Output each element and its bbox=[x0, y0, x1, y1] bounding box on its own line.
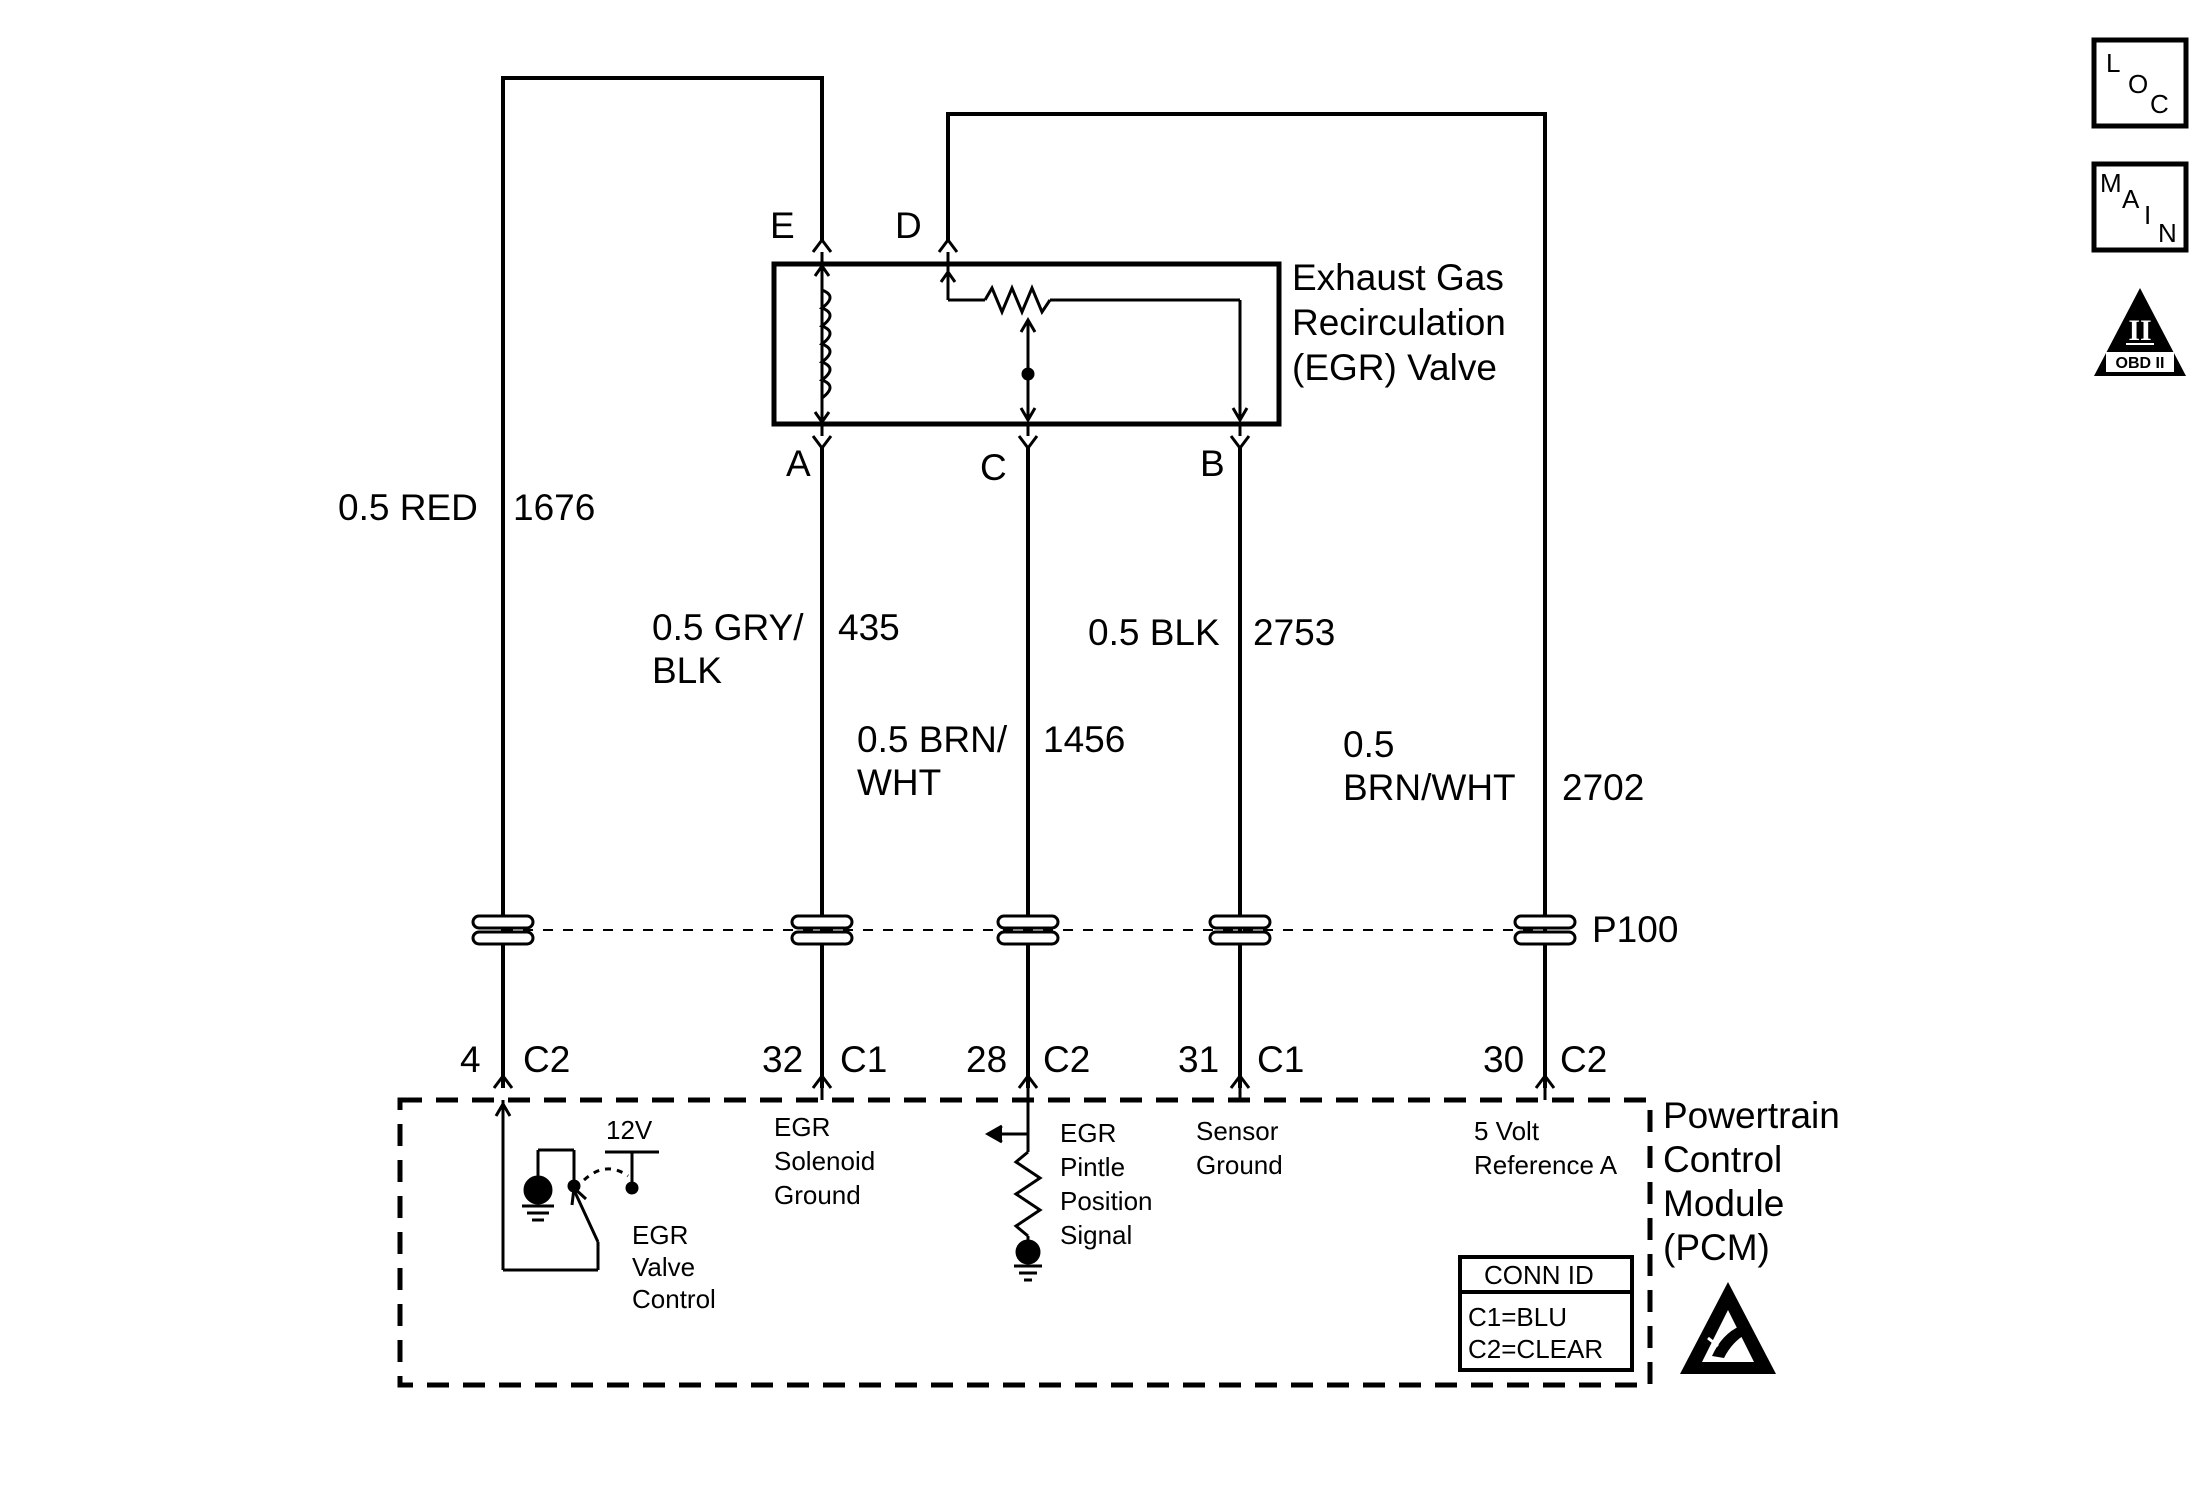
wire-blk-circuit: 2753 bbox=[1253, 612, 1335, 653]
pcm-terminal-chevrons bbox=[492, 1073, 1556, 1089]
loc-icon-letter-o: O bbox=[2128, 69, 2148, 99]
wire-gry-blk-circuit: 435 bbox=[838, 607, 900, 648]
loc-icon-letter-c: C bbox=[2150, 89, 2169, 119]
pin-e-label: E bbox=[770, 205, 795, 246]
obd-ii-label: OBD II bbox=[2116, 355, 2165, 372]
wire-red-1676 bbox=[501, 76, 824, 1088]
wire-gry-blk-color-2: BLK bbox=[652, 650, 722, 691]
egr-valve-control-label-3: Control bbox=[632, 1284, 716, 1314]
five-volt-ref-label-2: Reference A bbox=[1474, 1150, 1618, 1180]
main-icon bbox=[2091, 161, 2189, 253]
loc-icon-letter-l: L bbox=[2106, 48, 2120, 78]
pcm-terminal-30-pin: 30 bbox=[1483, 1039, 1524, 1080]
main-icon-letter-m: M bbox=[2100, 168, 2122, 198]
main-icon-letter-i: I bbox=[2144, 200, 2151, 230]
conn-id-c2: C2=CLEAR bbox=[1468, 1334, 1603, 1364]
valve-title-line-1: Exhaust Gas bbox=[1292, 257, 1504, 298]
pin-b-label: B bbox=[1200, 443, 1225, 484]
p100-label: P100 bbox=[1592, 909, 1678, 950]
wire-brn-wht-1456-color-2: WHT bbox=[857, 762, 941, 803]
pintle-position-label-2: Pintle bbox=[1060, 1152, 1125, 1182]
conn-id-title: CONN ID bbox=[1484, 1260, 1594, 1290]
wire-red-color: 0.5 RED bbox=[338, 487, 478, 528]
pintle-position-input-icon bbox=[984, 1088, 1043, 1282]
five-volt-ref-label-1: 5 Volt bbox=[1474, 1116, 1540, 1146]
sensor-ground-label-1: Sensor bbox=[1196, 1116, 1279, 1146]
wire-gry-blk-color-1: 0.5 GRY/ bbox=[652, 607, 804, 648]
egr-solenoid-ground-label-2: Solenoid bbox=[774, 1146, 875, 1176]
obd-ii-numeral: II bbox=[2128, 314, 2151, 347]
valve-title-line-3: (EGR) Valve bbox=[1292, 347, 1497, 388]
pcm-title-line-3: Module bbox=[1663, 1183, 1784, 1224]
pcm-module-outline bbox=[397, 1097, 1653, 1388]
valve-title-line-2: Recirculation bbox=[1292, 302, 1506, 343]
pcm-terminal-4-pin: 4 bbox=[460, 1039, 481, 1080]
main-icon-letter-n: N bbox=[2158, 218, 2177, 248]
egr-solenoid-ground-label-1: EGR bbox=[774, 1112, 830, 1142]
wire-brn-wht-2702-circuit: 2702 bbox=[1562, 767, 1644, 808]
voltage-12v-label: 12V bbox=[606, 1115, 653, 1145]
pcm-terminal-30-conn: C2 bbox=[1560, 1039, 1607, 1080]
pcm-terminal-28-conn: C2 bbox=[1043, 1039, 1090, 1080]
obd-ii-nav-button[interactable]: II OBD II bbox=[2094, 288, 2186, 376]
pcm-title-line-1: Powertrain bbox=[1663, 1095, 1840, 1136]
loc-nav-button[interactable]: L O C bbox=[2091, 37, 2189, 129]
wire-brn-wht-1456-circuit: 1456 bbox=[1043, 719, 1125, 760]
wire-brn-wht-2702-color-1: 0.5 bbox=[1343, 724, 1394, 765]
main-icon-letter-a: A bbox=[2122, 184, 2140, 214]
wire-brn-wht-2702 bbox=[946, 112, 1547, 1088]
pcm-terminal-32-pin: 32 bbox=[762, 1039, 803, 1080]
pin-d-label: D bbox=[895, 205, 922, 246]
sensor-ground-label-2: Ground bbox=[1196, 1150, 1283, 1180]
pintle-potentiometer-icon bbox=[939, 252, 1249, 436]
egr-valve-control-driver-icon bbox=[494, 1100, 659, 1272]
harness-wires bbox=[501, 76, 1547, 1088]
pcm-terminal-31-conn: C1 bbox=[1257, 1039, 1304, 1080]
pcm-terminal-4-conn: C2 bbox=[523, 1039, 570, 1080]
main-nav-button[interactable]: M A I N bbox=[2091, 161, 2189, 253]
egr-solenoid-ground-label-3: Ground bbox=[774, 1180, 861, 1210]
loc-icon bbox=[2091, 37, 2189, 129]
solenoid-coil-icon bbox=[813, 252, 832, 436]
egr-valve-control-label-2: Valve bbox=[632, 1252, 695, 1282]
pcm-terminal-31-pin: 31 bbox=[1178, 1039, 1219, 1080]
wire-brn-wht-1456-color-1: 0.5 BRN/ bbox=[857, 719, 1008, 760]
pcm-title-line-2: Control bbox=[1663, 1139, 1782, 1180]
pcm-title-line-4: (PCM) bbox=[1663, 1227, 1770, 1268]
pcm-terminal-32-conn: C1 bbox=[840, 1039, 887, 1080]
wire-brn-wht-2702-color-2: BRN/WHT bbox=[1343, 767, 1516, 808]
wire-red-circuit: 1676 bbox=[513, 487, 595, 528]
egr-valve-control-label-1: EGR bbox=[632, 1220, 688, 1250]
pin-c-label: C bbox=[980, 447, 1007, 488]
pintle-position-label-1: EGR bbox=[1060, 1118, 1116, 1148]
conn-id-c1: C1=BLU bbox=[1468, 1302, 1567, 1332]
pin-a-label: A bbox=[786, 443, 811, 484]
pintle-position-label-4: Signal bbox=[1060, 1220, 1132, 1250]
conn-id-box bbox=[1458, 1255, 1634, 1372]
p100-connector-symbols bbox=[471, 914, 1577, 946]
esd-warning-icon bbox=[1680, 1282, 1776, 1374]
pintle-position-label-3: Position bbox=[1060, 1186, 1153, 1216]
pcm-terminal-28-pin: 28 bbox=[966, 1039, 1007, 1080]
wire-blk-color: 0.5 BLK bbox=[1088, 612, 1220, 653]
